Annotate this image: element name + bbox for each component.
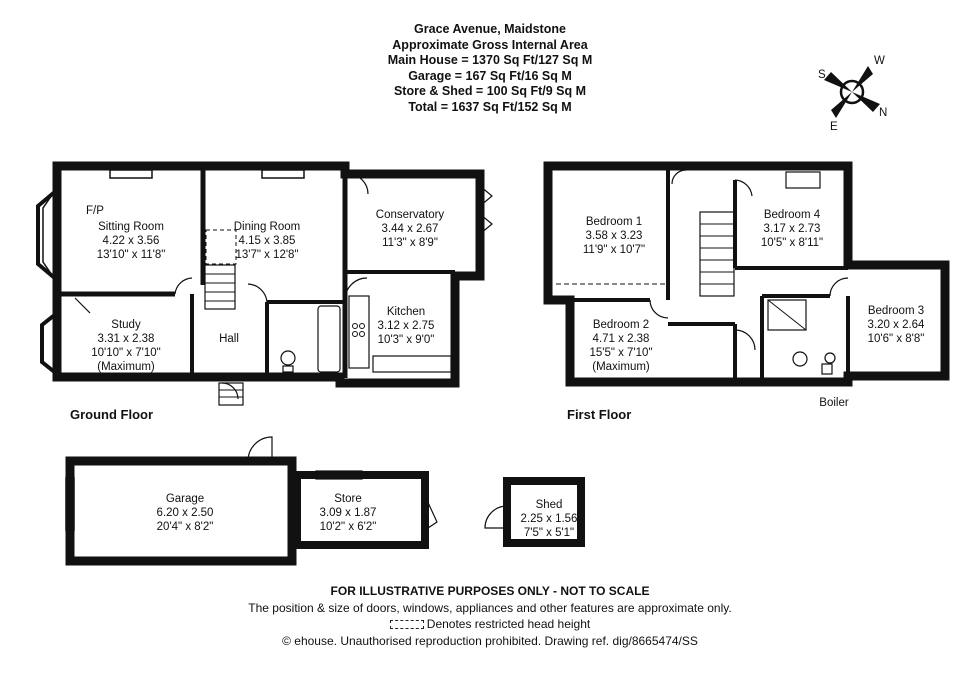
garage-name: Garage: [166, 493, 204, 505]
footer-legend-text: Denotes restricted head height: [426, 617, 591, 631]
ground-floor-plan: [36, 161, 493, 406]
area-main-house: Main House = 1370 Sq Ft/127 Sq M: [387, 53, 593, 67]
first-floor-label: First Floor: [567, 407, 631, 422]
boiler-label: Boiler: [819, 397, 849, 409]
area-garage: Garage = 167 Sq Ft/16 Sq M: [408, 68, 572, 83]
bedroom-2-note: (Maximum): [592, 361, 650, 373]
footer: FOR ILLUSTRATIVE PURPOSES ONLY - NOT TO …: [0, 583, 980, 649]
bedroom-4-imperial: 10'5" x 8'11": [761, 237, 823, 249]
plan-subtitle: Approximate Gross Internal Area: [392, 37, 588, 52]
store-name: Store: [334, 493, 362, 505]
bedroom-4-metric: 3.17 x 2.73: [764, 223, 821, 235]
bedroom-3-metric: 3.20 x 2.64: [868, 319, 926, 331]
dining-room-name: Dining Room: [234, 221, 300, 233]
sitting-room-metric: 4.22 x 3.56: [103, 235, 160, 247]
study-imperial: 10'10" x 7'10": [91, 347, 160, 359]
dining-room-imperial: 13'7" x 12'8": [235, 249, 298, 261]
area-total: Total = 1637 Sq Ft/152 Sq M: [408, 99, 572, 114]
footer-title: FOR ILLUSTRATIVE PURPOSES ONLY - NOT TO …: [330, 584, 650, 598]
bedroom-2-metric: 4.71 x 2.38: [593, 333, 650, 345]
header: Grace Avenue, Maidstone Approximate Gros…: [0, 22, 980, 115]
area-store-shed: Store & Shed = 100 Sq Ft/9 Sq M: [393, 84, 587, 98]
garage-imperial: 20'4" x 8'2": [157, 521, 214, 533]
footer-disclaimer: The position & size of doors, windows, a…: [248, 600, 732, 615]
conservatory-name: Conservatory: [376, 209, 445, 221]
bedroom-2-imperial: 15'5" x 7'10": [589, 347, 652, 359]
shed-name: Shed: [536, 499, 563, 511]
restricted-height-legend-icon: [389, 620, 424, 630]
conservatory-metric: 3.44 x 2.67: [382, 223, 439, 235]
first-floor-plan: [543, 161, 950, 387]
study-metric: 3.31 x 2.38: [98, 333, 155, 345]
bedroom-3-imperial: 10'6" x 8'8": [868, 333, 925, 345]
plan-title: Grace Avenue, Maidstone: [414, 22, 566, 36]
shed-imperial: 7'5" x 5'1": [524, 527, 574, 539]
garage-metric: 6.20 x 2.50: [157, 507, 214, 519]
compass-w: W: [874, 55, 885, 67]
bedroom-1-imperial: 11'9" x 10'7": [583, 244, 645, 256]
study-name: Study: [111, 319, 141, 331]
kitchen-imperial: 10'3" x 9'0": [378, 334, 435, 346]
compass-s: S: [818, 69, 826, 81]
bedroom-1-name: Bedroom 1: [586, 216, 642, 228]
fp-label: F/P: [86, 205, 104, 217]
bedroom-4-name: Bedroom 4: [764, 209, 821, 221]
bedroom-1-metric: 3.58 x 3.23: [586, 230, 643, 242]
ground-floor-label: Ground Floor: [70, 407, 153, 422]
bedroom-2-name: Bedroom 2: [593, 319, 649, 331]
compass-n: N: [879, 107, 887, 119]
kitchen-metric: 3.12 x 2.75: [378, 320, 435, 332]
dining-room-metric: 4.15 x 3.85: [239, 235, 296, 247]
sitting-room-imperial: 13'10" x 11'8": [97, 249, 166, 261]
bedroom-3-name: Bedroom 3: [868, 305, 924, 317]
hall-name: Hall: [219, 333, 239, 345]
compass-icon: W S E N: [818, 55, 887, 133]
compass-e: E: [830, 121, 838, 133]
footer-copyright: © ehouse. Unauthorised reproduction proh…: [282, 633, 698, 648]
kitchen-name: Kitchen: [387, 306, 425, 318]
store-imperial: 10'2" x 6'2": [320, 521, 377, 533]
footer-legend: Denotes restricted head height: [0, 616, 980, 633]
outbuildings-plan: [65, 436, 585, 566]
store-metric: 3.09 x 1.87: [320, 507, 377, 519]
sitting-room-name: Sitting Room: [98, 221, 164, 233]
study-note: (Maximum): [97, 361, 155, 373]
conservatory-imperial: 11'3" x 8'9": [382, 237, 438, 249]
shed-metric: 2.25 x 1.56: [521, 513, 578, 525]
